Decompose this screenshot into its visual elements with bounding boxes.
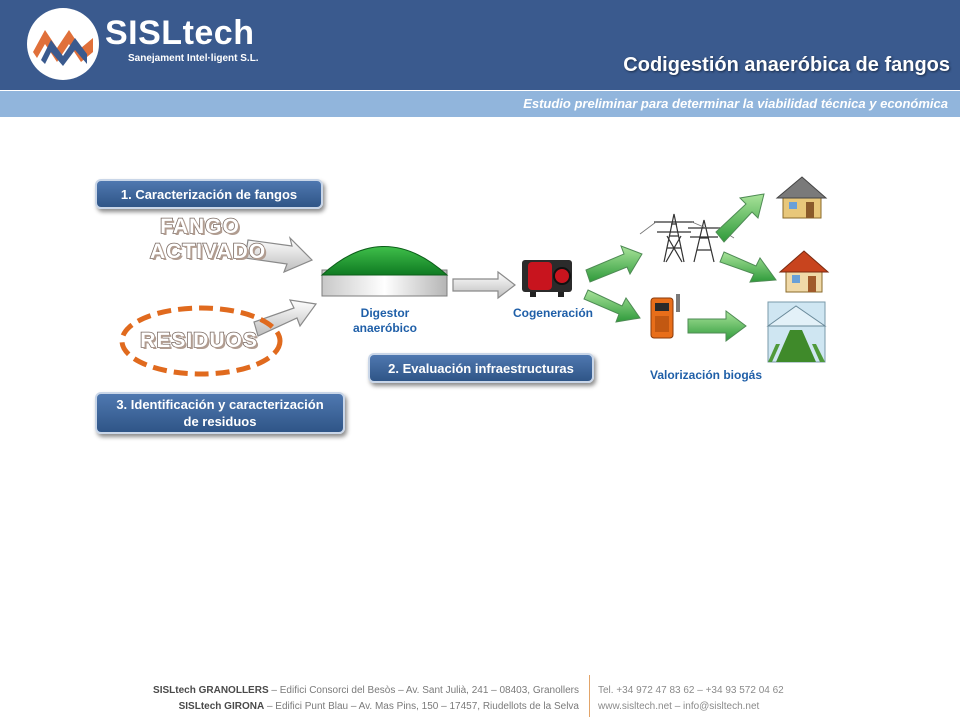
brand-name: SISLtech xyxy=(105,14,255,52)
girona-name: SISLtech GIRONA xyxy=(178,701,265,712)
digestor-label-line2: anaeróbico xyxy=(352,321,418,335)
footer-girona: SISLtech GIRONA – Edifici Punt Blau – Av… xyxy=(153,699,579,715)
digester-icon xyxy=(320,246,449,297)
granollers-address: – Edifici Consorci del Besòs – Av. Sant … xyxy=(268,685,579,696)
step-1-button[interactable]: 1. Caracterización de fangos xyxy=(95,179,323,209)
footer-phones: Tel. +34 972 47 83 62 – +34 93 572 04 62 xyxy=(598,685,784,696)
generator-icon xyxy=(522,260,572,297)
arrow-icon xyxy=(583,289,641,323)
residuos-label: RESIDUOS xyxy=(139,328,258,353)
subtitle-bar: Estudio preliminar para determinar la vi… xyxy=(0,91,960,117)
step-3-button[interactable]: 3. Identificación y caracterización de r… xyxy=(95,392,345,434)
cogeneracion-label: Cogeneración xyxy=(512,306,593,320)
arrow-icon xyxy=(585,245,643,283)
valorizacion-label: Valorización biogás xyxy=(649,368,763,382)
footer-contact: Tel. +34 972 47 83 62 – +34 93 572 04 62… xyxy=(598,683,784,715)
house-icon xyxy=(775,176,828,219)
step-2-label: 2. Evaluación infraestructuras xyxy=(388,360,574,376)
logo-icon xyxy=(27,8,99,80)
residuos-ellipse xyxy=(119,305,283,377)
girona-address: – Edifici Punt Blau – Av. Mas Pins, 150 … xyxy=(264,701,579,712)
greenhouse-icon xyxy=(766,301,827,363)
arrow-icon xyxy=(719,251,777,283)
step-2-button[interactable]: 2. Evaluación infraestructuras xyxy=(368,353,594,383)
step-3-label-line1: 3. Identificación y caracterización xyxy=(116,397,324,412)
digestor-label-line1: Digestor xyxy=(360,306,410,320)
fango-label-line2: ACTIVADO xyxy=(149,239,267,264)
boiler-icon xyxy=(650,294,680,339)
arrow-icon xyxy=(715,193,765,243)
footer-granollers: SISLtech GRANOLLERS – Edifici Consorci d… xyxy=(153,683,579,699)
arrow-icon xyxy=(452,270,516,300)
step-3-label-line2: de residuos xyxy=(183,414,257,429)
page-title: Codigestión anaeróbica de fangos xyxy=(623,54,950,76)
brand-subtitle: Sanejament Intel·ligent S.L. xyxy=(128,53,259,64)
arrow-icon xyxy=(687,310,747,342)
header-bar: SISLtech Sanejament Intel·ligent S.L. Co… xyxy=(0,0,960,90)
footer-addresses: SISLtech GRANOLLERS – Edifici Consorci d… xyxy=(153,683,579,715)
footer-divider xyxy=(589,675,590,717)
arrow-icon xyxy=(244,236,314,274)
granollers-name: SISLtech GRANOLLERS xyxy=(153,685,269,696)
page-subtitle: Estudio preliminar para determinar la vi… xyxy=(523,96,948,111)
house-icon xyxy=(778,250,830,293)
footer-web[interactable]: www.sisltech.net – info@sisltech.net xyxy=(598,701,760,712)
step-1-label: 1. Caracterización de fangos xyxy=(120,186,298,202)
fango-label-line1: FANGO xyxy=(159,214,240,239)
digestor-label: Digestor anaeróbico xyxy=(335,306,435,336)
power-tower-icon xyxy=(639,213,735,263)
